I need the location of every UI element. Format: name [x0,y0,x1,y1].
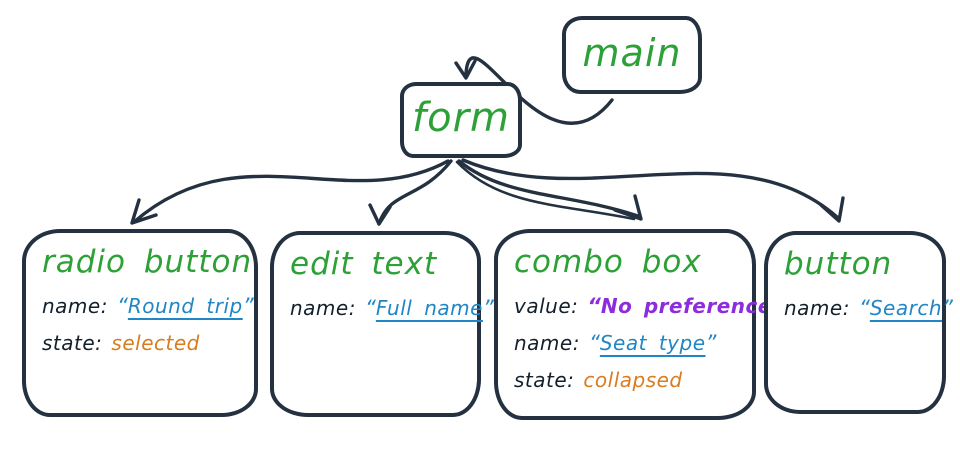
prop-key: state: [42,330,103,355]
node-role-label: button [784,246,893,282]
prop-value-current: “No preference” [587,294,785,318]
arrowhead-main-to-form [454,59,477,80]
node-button: button name: “Search” [764,231,953,414]
open-quote: “ [587,293,601,318]
close-quote: ” [705,330,717,355]
close-quote: ” [942,295,953,320]
prop-value-state: selected [111,330,200,355]
node-combo-box: combo box value: “No preference” name: “Se… [494,229,785,420]
prop-key: name: [784,295,850,320]
arrow-form-to-combo-box-double-stroke [455,160,636,221]
arrowhead-form-to-radio-button [130,198,158,225]
prop-row-state: state: selected [42,331,242,355]
node-radio-button: radio button name: “Round trip” state: sel… [22,229,258,417]
open-quote: “ [116,293,128,318]
node-main: main [562,16,702,94]
prop-key: name: [42,293,108,318]
prop-row-name: name: “Search” [784,295,953,320]
close-quote: ” [482,295,494,320]
arrowhead-form-to-combo-box [613,194,643,221]
prop-key: name: [290,295,356,320]
open-quote: “ [364,295,376,320]
arrow-form-to-button [461,158,839,219]
node-role-label: edit text [290,246,438,282]
close-quote: ” [242,293,254,318]
prop-key: value: [514,293,579,318]
prop-row-name: name: “Full name” [290,295,494,320]
node-main-label: main [582,31,682,75]
prop-key: state: [514,367,575,392]
prop-row-name: name: “Round trip” [42,293,254,318]
arrowhead-form-to-edit-text [368,203,392,226]
prop-value-state: collapsed [583,367,683,392]
arrowhead-form-to-button [819,196,845,223]
prop-row-value: value: “No preference” [514,293,785,318]
node-form-label: form [412,95,510,141]
prop-row-state: state: collapsed [514,368,740,392]
arrow-form-to-radio-button [132,159,450,224]
node-form: form [400,82,522,158]
arrow-form-to-edit-text [377,159,453,226]
prop-value-name: “Full name” [364,295,494,320]
arrow-form-to-combo-box [457,159,640,218]
prop-value-name: “Round trip” [116,293,254,318]
open-quote: “ [588,330,600,355]
node-role-label: radio button [42,244,253,280]
prop-value-name: “Search” [858,295,953,320]
prop-value-name: “Seat type” [588,330,717,355]
prop-key: name: [514,330,580,355]
prop-row-name: name: “Seat type” [514,331,740,355]
open-quote: “ [858,295,870,320]
node-role-label: combo box [514,244,702,280]
node-edit-text: edit text name: “Full name” [270,231,494,417]
